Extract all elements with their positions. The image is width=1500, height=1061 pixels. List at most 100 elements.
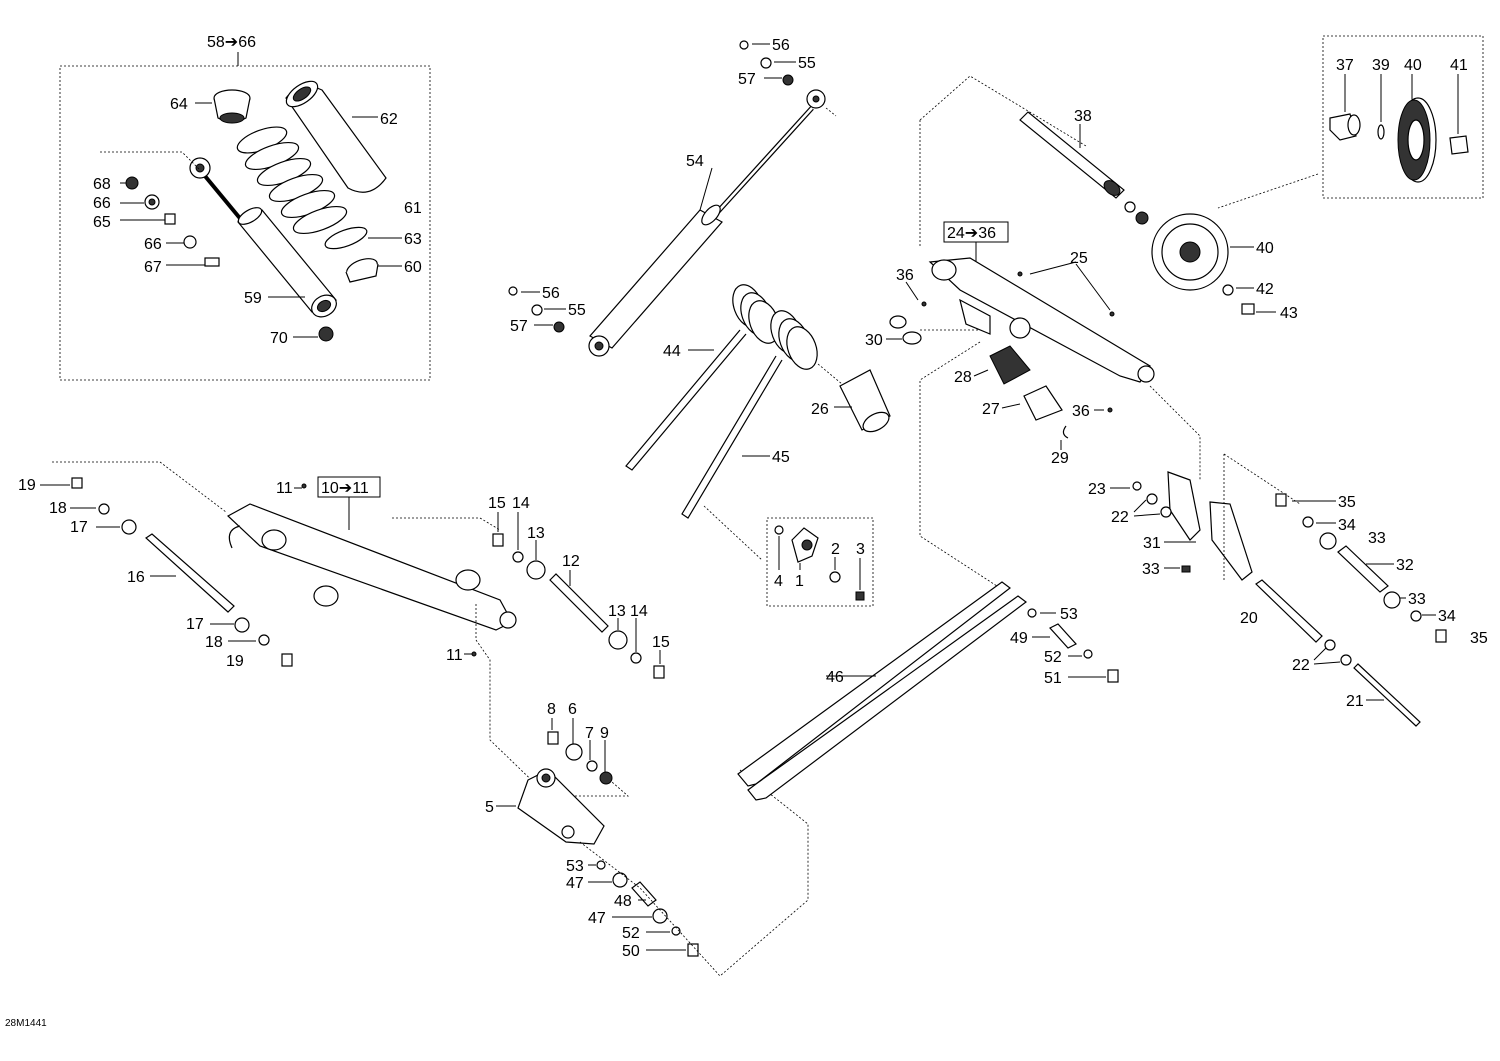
callout-17a: 17 xyxy=(70,519,88,536)
axle-wheel: 38 40 42 43 xyxy=(1019,108,1319,322)
bolt-67 xyxy=(204,257,220,267)
callout-7: 7 xyxy=(585,725,594,742)
shock-54: 56 55 57 54 56 55 57 xyxy=(508,37,837,357)
block-inset: 4 1 2 3 xyxy=(703,505,874,607)
callout-9: 9 xyxy=(600,725,609,742)
callout-3: 3 xyxy=(856,541,865,558)
callout-16: 16 xyxy=(127,569,145,586)
callout-11a: 11 xyxy=(276,480,293,497)
callout-19b: 19 xyxy=(226,653,244,670)
callout-56a: 56 xyxy=(772,37,790,54)
pivot-fasteners: 15 14 13 12 13 14 15 xyxy=(488,495,670,679)
callout-18b: 18 xyxy=(205,634,223,651)
callout-38: 38 xyxy=(1074,108,1092,125)
rear-arm: 24➔36 25 36 30 28 27 36 29 xyxy=(865,75,1155,589)
callout-15a: 15 xyxy=(488,495,506,512)
callout-40a: 40 xyxy=(1404,57,1422,74)
callout-27: 27 xyxy=(982,401,1000,418)
front-arm-group-label: 10➔11 xyxy=(321,480,369,497)
callout-15b: 15 xyxy=(652,634,670,651)
callout-37: 37 xyxy=(1336,57,1354,74)
callout-48: 48 xyxy=(614,893,632,910)
spring-seat-64 xyxy=(213,89,251,124)
callout-22b: 22 xyxy=(1292,657,1310,674)
callout-11b: 11 xyxy=(446,647,463,664)
callout-36b: 36 xyxy=(1072,403,1090,420)
lower-stack: 53 47 48 47 52 50 xyxy=(566,769,809,977)
callout-44: 44 xyxy=(663,343,681,360)
torsion-springs: 44 45 26 xyxy=(625,284,891,519)
callout-66a: 66 xyxy=(93,195,111,212)
callout-57a: 57 xyxy=(738,71,756,88)
callout-33b: 33 xyxy=(1368,530,1386,547)
callout-41: 41 xyxy=(1450,57,1468,74)
callout-59: 59 xyxy=(244,290,262,307)
callout-22a: 22 xyxy=(1111,509,1129,526)
bracket-5: 8 6 7 9 5 xyxy=(485,701,613,845)
right-stack: 35 34 33 32 33 34 35 xyxy=(1275,493,1488,647)
callout-51: 51 xyxy=(1044,670,1062,687)
callout-13b: 13 xyxy=(608,603,626,620)
callout-63: 63 xyxy=(404,231,422,248)
callout-45: 45 xyxy=(772,449,790,466)
nut-70 xyxy=(318,326,334,342)
callout-62: 62 xyxy=(380,111,398,128)
shock-group-label: 58➔66 xyxy=(207,34,256,51)
callout-61: 61 xyxy=(404,200,422,217)
callout-33c: 33 xyxy=(1408,591,1426,608)
callout-33a: 33 xyxy=(1142,561,1160,578)
callout-39: 39 xyxy=(1372,57,1390,74)
callout-17b: 17 xyxy=(186,616,204,633)
shock-inset: 58➔66 xyxy=(59,34,431,381)
callout-29: 29 xyxy=(1051,450,1069,467)
callout-52b: 52 xyxy=(1044,649,1062,666)
callout-60: 60 xyxy=(404,259,422,276)
callout-13a: 13 xyxy=(527,525,545,542)
coil-spring-61 xyxy=(236,126,348,235)
callout-70: 70 xyxy=(270,330,288,347)
callout-55a: 55 xyxy=(798,55,816,72)
callout-20: 20 xyxy=(1240,610,1258,627)
callout-36a: 36 xyxy=(896,267,914,284)
callout-14b: 14 xyxy=(630,603,648,620)
drawing-code: 28M1441 xyxy=(5,1018,47,1029)
callout-53b: 53 xyxy=(1060,606,1078,623)
callout-56b: 56 xyxy=(542,285,560,302)
callout-47a: 47 xyxy=(566,875,584,892)
callout-26: 26 xyxy=(811,401,829,418)
callout-68: 68 xyxy=(93,176,111,193)
rear-bracket: 23 22 31 33 20 22 21 xyxy=(1088,385,1421,727)
callout-46: 46 xyxy=(826,669,844,686)
callout-67: 67 xyxy=(144,259,162,276)
callout-64: 64 xyxy=(170,96,188,113)
callout-50: 50 xyxy=(622,943,640,960)
callout-53a: 53 xyxy=(566,858,584,875)
callout-52a: 52 xyxy=(622,925,640,942)
callout-35b: 35 xyxy=(1470,630,1488,647)
callout-2: 2 xyxy=(831,541,840,558)
callout-30: 30 xyxy=(865,332,883,349)
callout-8: 8 xyxy=(547,701,556,718)
wheel-inset: 37 39 40 41 xyxy=(1322,35,1484,199)
callout-40b: 40 xyxy=(1256,240,1274,257)
callout-14a: 14 xyxy=(512,495,530,512)
washer-66b xyxy=(183,235,197,249)
callout-42: 42 xyxy=(1256,281,1274,298)
callout-55b: 55 xyxy=(568,302,586,319)
callout-35a: 35 xyxy=(1338,494,1356,511)
adjuster-60 xyxy=(345,258,379,283)
callout-12: 12 xyxy=(562,553,580,570)
callout-21: 21 xyxy=(1346,693,1364,710)
callout-43: 43 xyxy=(1280,305,1298,322)
callout-28: 28 xyxy=(954,369,972,386)
callout-19a: 19 xyxy=(18,477,36,494)
callout-18a: 18 xyxy=(49,500,67,517)
rear-arm-group-label: 24➔36 xyxy=(947,225,996,242)
callout-54: 54 xyxy=(686,153,704,170)
callout-4: 4 xyxy=(774,573,783,590)
callout-25: 25 xyxy=(1070,250,1088,267)
callout-49: 49 xyxy=(1010,630,1028,647)
callout-65: 65 xyxy=(93,214,111,231)
callout-34a: 34 xyxy=(1338,517,1356,534)
